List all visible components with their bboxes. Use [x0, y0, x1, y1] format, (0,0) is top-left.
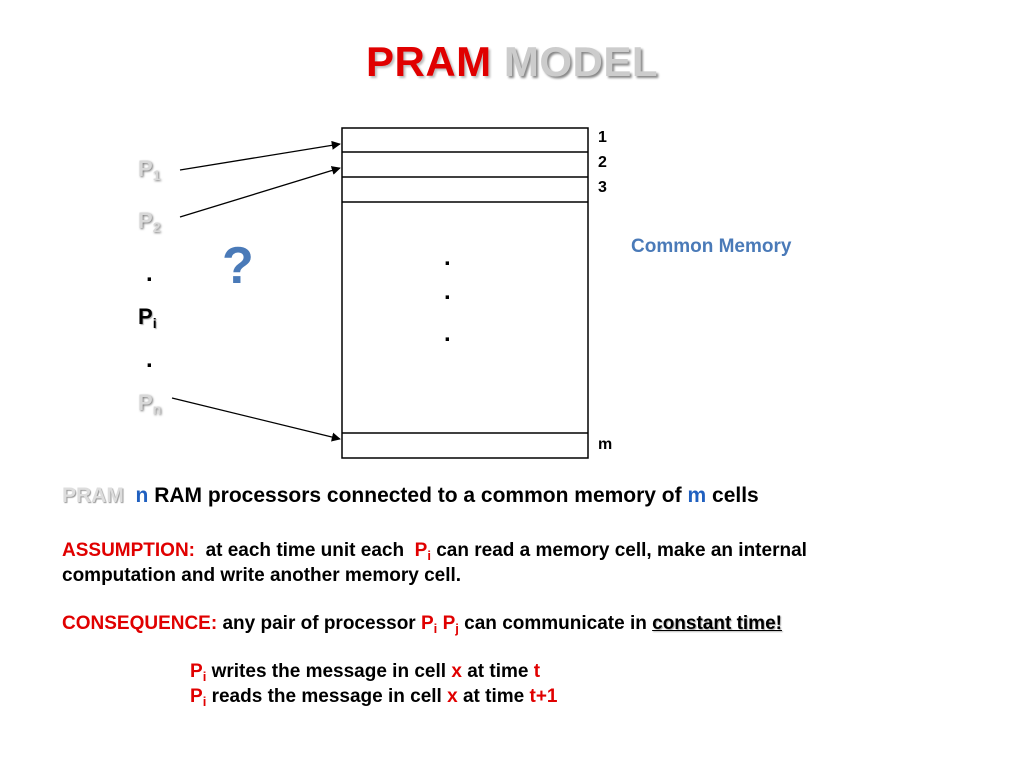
arrow-p1-to-cell1: [179, 140, 341, 171]
writes-text: writes the message in cell: [211, 661, 447, 682]
reads-x: x: [447, 686, 458, 707]
title-pram: PRAM: [366, 38, 492, 85]
processor-ellipsis: .: [146, 346, 153, 373]
assumption-pi: Pi: [414, 540, 431, 563]
processor-p2: P2: [138, 208, 161, 235]
processor-p1: P1: [138, 156, 161, 183]
assumption-line-2: computation and write another memory cel…: [62, 565, 462, 586]
m-var: m: [687, 484, 707, 507]
reads-line: Pi reads the message in cell x at time t…: [190, 686, 558, 709]
arrow-p2-to-cell2: [179, 166, 341, 218]
constant-time-emphasis: constant time!: [652, 613, 782, 634]
assumption-label: ASSUMPTION:: [62, 540, 195, 561]
common-memory-label: Common Memory: [631, 236, 792, 257]
consequence-text-2: can communicate in: [464, 613, 647, 634]
consequence-label: CONSEQUENCE:: [62, 613, 218, 634]
assumption-text: at each time unit each: [205, 540, 405, 561]
question-mark: ?: [222, 237, 254, 295]
n-var: n: [135, 484, 149, 507]
pram-definition-text: RAM processors connected to a common mem…: [154, 484, 682, 507]
processor-pn: Pn: [138, 390, 162, 417]
consequence-pj: Pj: [442, 613, 459, 636]
arrow-pn-to-cellm: [171, 397, 341, 442]
processor-pi: Pi: [138, 304, 157, 331]
reads-t1: t+1: [529, 686, 558, 707]
cell-label-1: 1: [598, 129, 607, 146]
assumption-text-2: can read a memory cell, make an internal: [436, 540, 807, 561]
memory-ellipsis: .: [444, 278, 451, 305]
writes-x: x: [451, 661, 462, 682]
consequence-pi: Pi: [420, 613, 438, 636]
writes-t: t: [533, 661, 541, 682]
processor-ellipsis: .: [146, 260, 153, 287]
reads-text: reads the message in cell: [211, 686, 442, 707]
writes-time-text: at time: [467, 661, 529, 682]
reads-time-text: at time: [462, 686, 525, 707]
pram-definition-end: cells: [712, 484, 759, 507]
pram-definition: PRAM n RAM processors connected to a com…: [62, 484, 759, 508]
memory-block: [341, 127, 589, 459]
assumption-line-1: ASSUMPTION: at each time unit each Pi ca…: [62, 540, 807, 563]
writes-line: Pi writes the message in cell x at time …: [190, 661, 540, 684]
writes-pi: Pi: [190, 661, 207, 684]
title-model: MODEL: [503, 38, 658, 85]
cell-label-m: m: [598, 436, 613, 453]
pram-term: PRAM: [62, 484, 124, 507]
cell-label-2: 2: [598, 154, 607, 171]
cell-label-3: 3: [598, 179, 607, 196]
consequence-text: any pair of processor: [222, 613, 416, 634]
memory-ellipsis: .: [444, 320, 451, 347]
reads-pi: Pi: [190, 686, 207, 709]
memory-ellipsis: .: [444, 244, 451, 271]
consequence-line: CONSEQUENCE: any pair of processor Pi Pj…: [62, 613, 782, 636]
slide-title: PRAM MODEL: [0, 38, 1024, 86]
